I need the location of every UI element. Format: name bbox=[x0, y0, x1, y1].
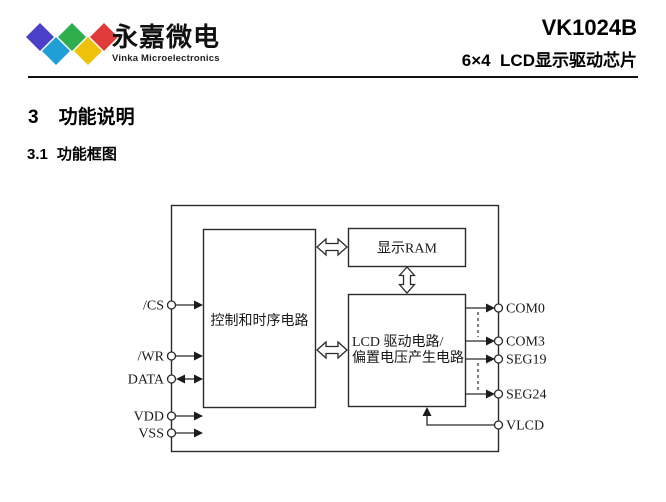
bus-arrow-control-lcd bbox=[316, 340, 348, 360]
pin-label-com0: COM0 bbox=[506, 302, 545, 317]
pin-terminal-seg24 bbox=[493, 389, 504, 399]
lcd-driver-label-line2: 偏置电压产生电路 bbox=[352, 350, 464, 366]
subsection-title: 功能框图 bbox=[56, 146, 117, 163]
pin-terminal-data bbox=[166, 374, 177, 384]
control-timing-block bbox=[202, 228, 317, 409]
part-number: VK1024B bbox=[541, 15, 637, 40]
arrowhead-seg24 bbox=[486, 389, 495, 399]
section-heading-3: 3 功能说明 bbox=[28, 107, 135, 129]
arrowhead-vlcd bbox=[422, 407, 432, 416]
logo-diamond-red bbox=[90, 23, 118, 51]
logo-diamond-blue bbox=[26, 23, 54, 51]
title-block: VK1024B 6×4 LCD显示驱动芯片 bbox=[462, 16, 637, 71]
pin-label-vdd: VDD bbox=[134, 410, 164, 425]
bus-arrow-control-ram bbox=[316, 237, 348, 257]
pin-terminal-com3 bbox=[493, 336, 504, 346]
section-number: 3 bbox=[28, 107, 39, 128]
pin-label-data: DATA bbox=[128, 373, 165, 388]
pin-label-vss: VSS bbox=[138, 427, 164, 442]
lcd-driver-label-line1: LCD 驱动电路/ bbox=[352, 334, 443, 350]
pin-terminal-seg19 bbox=[493, 354, 504, 364]
control-timing-label: 控制和时序电路 bbox=[211, 313, 309, 329]
pin-label-com3: COM3 bbox=[506, 335, 545, 350]
section-title: 功能说明 bbox=[58, 107, 135, 128]
display-ram-label: 显示RAM bbox=[377, 242, 437, 257]
pin-label-cs: /CS bbox=[143, 299, 164, 314]
subsection-number: 3.1 bbox=[27, 146, 48, 163]
chip-outline-box bbox=[170, 204, 500, 453]
arrowhead-seg19 bbox=[486, 354, 495, 364]
pin-label-seg19: SEG19 bbox=[506, 353, 546, 368]
arrowhead-wr bbox=[194, 351, 203, 361]
pin-label-wr: /WR bbox=[138, 350, 165, 365]
pin-terminal-wr bbox=[166, 351, 177, 361]
header-rule bbox=[28, 76, 638, 78]
bus-arrow-ram-lcd bbox=[398, 266, 416, 294]
brand-name-cn: 永嘉微电 bbox=[112, 22, 221, 52]
logo-diamond-green bbox=[58, 23, 86, 51]
pin-terminal-vdd bbox=[166, 411, 177, 421]
pin-label-seg24: SEG24 bbox=[506, 388, 546, 403]
logo-diamond-cyan bbox=[42, 37, 70, 65]
chip-subtitle: 6×4 LCD显示驱动芯片 bbox=[461, 51, 637, 70]
section-heading-3-1: 3.1 功能框图 bbox=[27, 146, 117, 164]
arrowhead-cs bbox=[194, 300, 203, 310]
arrowhead-data-left bbox=[176, 374, 185, 384]
lcd-driver-block bbox=[347, 293, 467, 408]
pin-terminal-com0 bbox=[493, 303, 504, 313]
arrowhead-com3 bbox=[486, 336, 495, 346]
arrowhead-vdd bbox=[194, 411, 203, 421]
pin-terminal-cs bbox=[166, 300, 177, 310]
logo-diamond-yellow bbox=[74, 37, 102, 65]
pin-label-vlcd: VLCD bbox=[506, 419, 544, 434]
arrowhead-vss bbox=[194, 428, 203, 438]
arrowhead-com0 bbox=[486, 303, 495, 313]
vinka-logo-icon bbox=[26, 23, 118, 65]
brand-name-en: Vinka Microelectronics bbox=[112, 53, 220, 64]
arrowhead-data-right bbox=[194, 374, 203, 384]
pin-terminal-vss bbox=[166, 428, 177, 438]
brand-block: 永嘉微电 Vinka Microelectronics bbox=[112, 24, 220, 64]
wire-vlcd bbox=[426, 414, 495, 426]
pin-terminal-vlcd bbox=[493, 420, 504, 430]
